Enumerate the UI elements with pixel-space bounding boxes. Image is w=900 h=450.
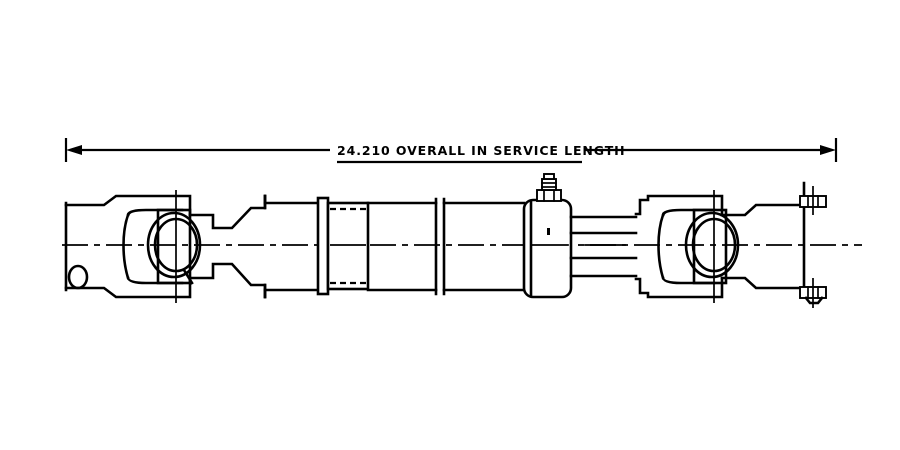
- right-yoke-bottom-outline: [634, 276, 724, 299]
- left-yoke-top-outline: [64, 194, 192, 217]
- driveshaft-tube-section-one: [263, 194, 320, 299]
- collar-body: [326, 201, 370, 291]
- right-flange-yoke: [634, 190, 740, 303]
- right-yoke-ear-back-arc: [657, 213, 665, 280]
- slip-yoke-punch-mark: [547, 228, 550, 235]
- left-flange-yoke: [64, 190, 202, 303]
- dimension-label: 24.210 OVERALL IN SERVICE LENGTH: [337, 143, 626, 158]
- left-yoke-bottom-outline: [64, 276, 192, 299]
- collar-ring-left: [316, 196, 330, 296]
- slip-yoke-housing: [522, 198, 573, 299]
- left-bearing-lug-detail: [182, 268, 194, 285]
- left-yoke-ear-back-arc: [122, 213, 130, 280]
- splined-slip-shaft: [569, 215, 638, 278]
- right-yoke-top-outline: [634, 194, 724, 217]
- right-cross-bearing-outer-circle: [684, 211, 740, 279]
- taper-top-profile: [188, 194, 267, 230]
- dimension-arrow-right-icon: [820, 145, 836, 155]
- grease-zerk-fitting: [536, 173, 562, 202]
- left-flange-bolt-hole-icon: [67, 264, 89, 290]
- overall-length-dimension: 24.210 OVERALL IN SERVICE LENGTH: [64, 138, 838, 164]
- zerk-nipple-body: [541, 178, 557, 191]
- right-end-top-profile: [720, 203, 806, 217]
- tube-collar-sleeve: [316, 196, 370, 296]
- taper-bottom-profile: [188, 262, 267, 299]
- zerk-hex-base: [536, 189, 562, 202]
- zerk-top-cap: [543, 173, 555, 180]
- right-end-bottom-profile: [720, 276, 806, 290]
- left-cross-bearing-outer-circle: [146, 211, 202, 279]
- driveshaft-tube-section-two: [366, 197, 526, 296]
- left-bearing-cup-body: [156, 208, 192, 285]
- right-end-flange-assembly: [720, 181, 827, 308]
- right-bottom-bolt-taper: [804, 296, 824, 305]
- dimension-arrow-left-icon: [66, 145, 82, 155]
